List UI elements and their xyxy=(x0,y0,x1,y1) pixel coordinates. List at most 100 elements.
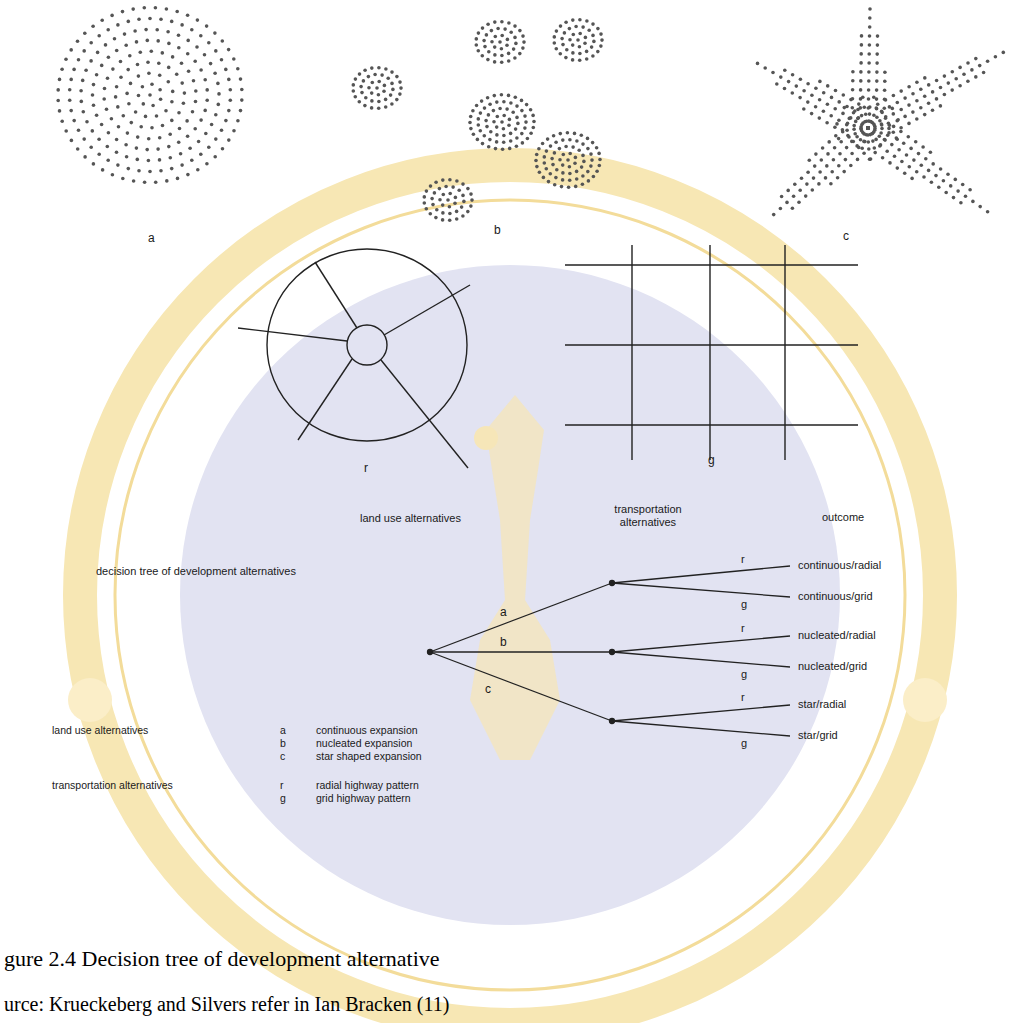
dot xyxy=(844,158,848,162)
dot xyxy=(867,106,871,110)
dot xyxy=(964,194,968,198)
dot xyxy=(515,116,519,120)
dot xyxy=(553,151,557,155)
letter-label: c xyxy=(485,683,491,697)
dot xyxy=(783,68,787,72)
dot xyxy=(866,126,870,130)
dot xyxy=(186,13,190,17)
dot xyxy=(566,158,570,162)
dot xyxy=(227,78,231,82)
dot xyxy=(591,141,595,145)
letter-label: b xyxy=(280,737,286,749)
dot xyxy=(907,135,911,139)
dot xyxy=(903,115,907,119)
dot xyxy=(82,110,86,114)
radial-highway-pattern xyxy=(238,249,470,468)
dot xyxy=(161,124,165,128)
dot xyxy=(872,123,876,127)
dot xyxy=(477,117,481,121)
dot xyxy=(561,138,565,142)
dot xyxy=(912,158,916,162)
dot xyxy=(771,71,775,75)
dot xyxy=(849,116,853,120)
dot xyxy=(805,182,809,186)
dot xyxy=(180,81,184,85)
dot xyxy=(58,78,62,82)
dot xyxy=(466,187,470,191)
text-label: land use alternatives xyxy=(360,512,461,525)
dot xyxy=(578,45,582,49)
dot xyxy=(942,179,946,183)
dot xyxy=(599,32,603,36)
dot xyxy=(798,188,802,192)
dot xyxy=(578,18,582,22)
dot xyxy=(56,88,60,92)
dot xyxy=(498,40,502,44)
dot xyxy=(482,39,486,43)
dot xyxy=(868,43,872,47)
dot xyxy=(441,211,445,215)
dot xyxy=(866,126,870,130)
dot xyxy=(867,97,871,101)
dot xyxy=(384,105,388,109)
dot xyxy=(866,126,870,130)
dot xyxy=(951,70,955,74)
dot xyxy=(915,99,919,103)
dot xyxy=(587,179,591,183)
dot xyxy=(856,117,860,121)
dot xyxy=(884,116,888,120)
dot xyxy=(92,104,96,108)
dot xyxy=(866,126,870,130)
dot xyxy=(468,121,472,125)
dot xyxy=(150,50,154,54)
dot xyxy=(927,83,931,87)
dot xyxy=(477,49,481,53)
dot xyxy=(859,61,863,65)
dot xyxy=(513,24,517,28)
dot xyxy=(574,25,578,29)
dot xyxy=(520,132,524,136)
dot xyxy=(830,170,834,174)
dot xyxy=(384,67,388,71)
dot xyxy=(221,147,225,151)
dot xyxy=(240,88,244,92)
dot xyxy=(83,155,87,159)
dot xyxy=(484,119,488,123)
dot xyxy=(867,61,871,65)
dot xyxy=(871,139,875,143)
dot xyxy=(568,165,572,169)
dot xyxy=(574,185,578,189)
dot xyxy=(883,89,887,93)
dot xyxy=(137,17,141,21)
dot xyxy=(571,43,575,47)
dot xyxy=(111,173,115,177)
dot xyxy=(483,106,487,110)
dot xyxy=(873,127,877,131)
dot xyxy=(115,85,119,89)
dot xyxy=(581,142,585,146)
dot xyxy=(101,168,105,172)
dot xyxy=(826,84,830,88)
dot xyxy=(860,146,864,150)
dot xyxy=(959,201,963,205)
dot xyxy=(146,39,150,43)
dot xyxy=(494,147,498,151)
dot xyxy=(866,133,870,137)
dot xyxy=(516,122,520,126)
dot xyxy=(146,61,150,65)
dot xyxy=(826,152,830,156)
letter-label: g xyxy=(741,668,747,681)
dot xyxy=(216,82,220,86)
letter-label: g xyxy=(741,737,747,750)
dot xyxy=(875,70,879,74)
dot xyxy=(197,140,201,144)
dot xyxy=(205,24,209,28)
dot xyxy=(817,182,821,186)
dot xyxy=(180,163,184,167)
dot xyxy=(883,71,887,75)
dot xyxy=(495,125,499,129)
dot xyxy=(158,73,162,77)
dot xyxy=(779,207,783,211)
dot xyxy=(806,170,810,174)
dot xyxy=(571,51,575,55)
